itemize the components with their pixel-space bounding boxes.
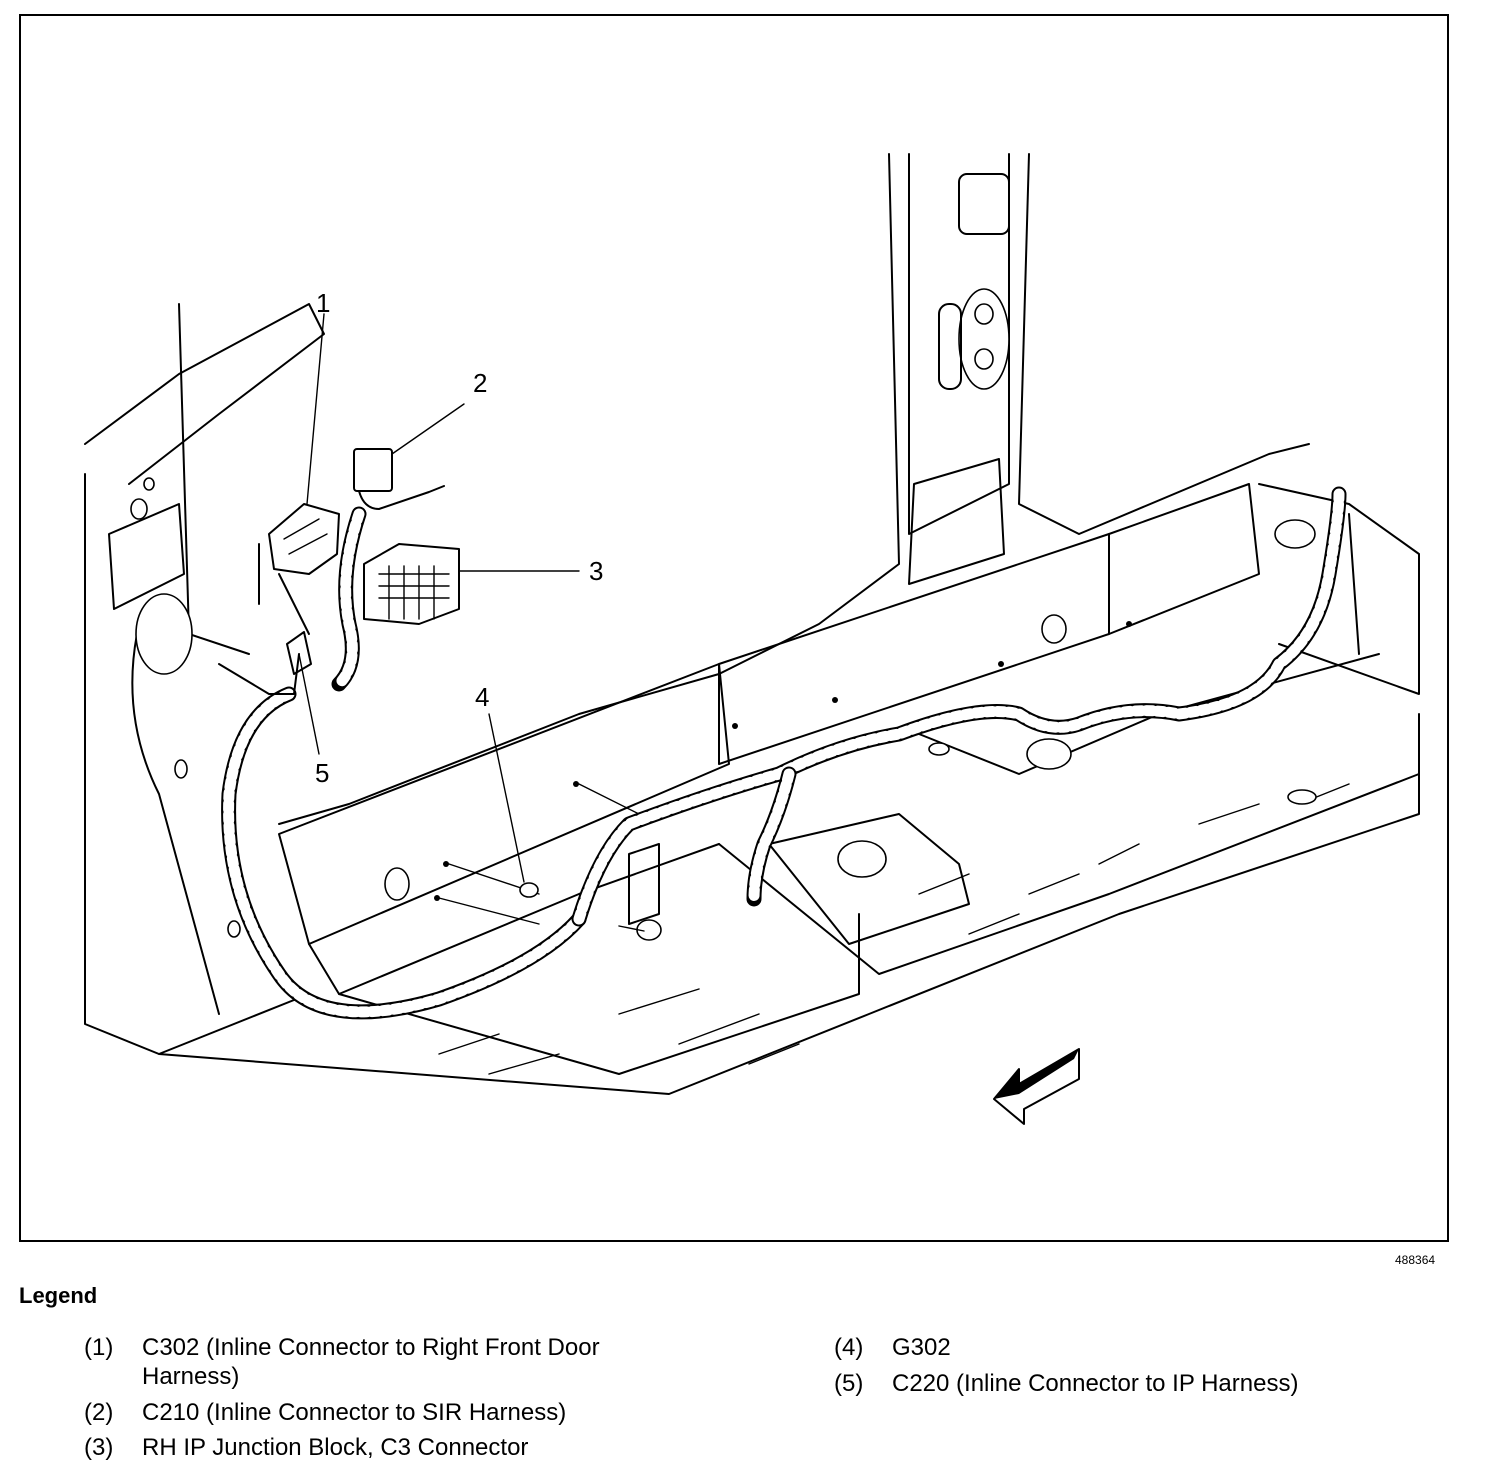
legend-item-text: C220 (Inline Connector to IP Harness): [892, 1370, 1299, 1397]
legend-item-number: (1): [84, 1334, 114, 1361]
legend-item-number: (2): [84, 1399, 114, 1426]
legend-item-text: G302: [892, 1334, 951, 1361]
component-1-c302-connector: [268, 313, 340, 575]
component-2-c210-connector: [353, 403, 465, 510]
component-5-c220-connector: [286, 631, 320, 755]
callout-3: 3: [589, 556, 603, 586]
legend-item-number: (5): [834, 1370, 864, 1397]
legend-item-number: (3): [84, 1434, 114, 1461]
legend-item-number: (4): [834, 1334, 864, 1361]
callout-4: 4: [475, 682, 489, 712]
component-4-g302-ground: [488, 713, 539, 898]
body-structure: [84, 153, 1420, 1095]
wiring-diagram: 1 2 3 4 5: [84, 153, 1420, 1125]
legend-item-text: C210 (Inline Connector to SIR Harness): [142, 1399, 567, 1426]
callout-2: 2: [473, 368, 487, 398]
figure-frame: [19, 14, 1449, 1242]
callout-5: 5: [315, 758, 329, 788]
callout-1: 1: [316, 288, 330, 318]
direction-arrow-icon: [993, 1048, 1080, 1125]
wiring-harness: [218, 486, 1347, 1020]
component-3-junction-block: [363, 543, 580, 625]
legend-item-text: RH IP Junction Block, C3 Connector: [142, 1434, 529, 1461]
legend-item-text: C302 (Inline Connector to Right Front Do…: [142, 1334, 600, 1390]
legend-heading: Legend: [19, 1283, 98, 1308]
figure-id: 488364: [1395, 1253, 1436, 1267]
